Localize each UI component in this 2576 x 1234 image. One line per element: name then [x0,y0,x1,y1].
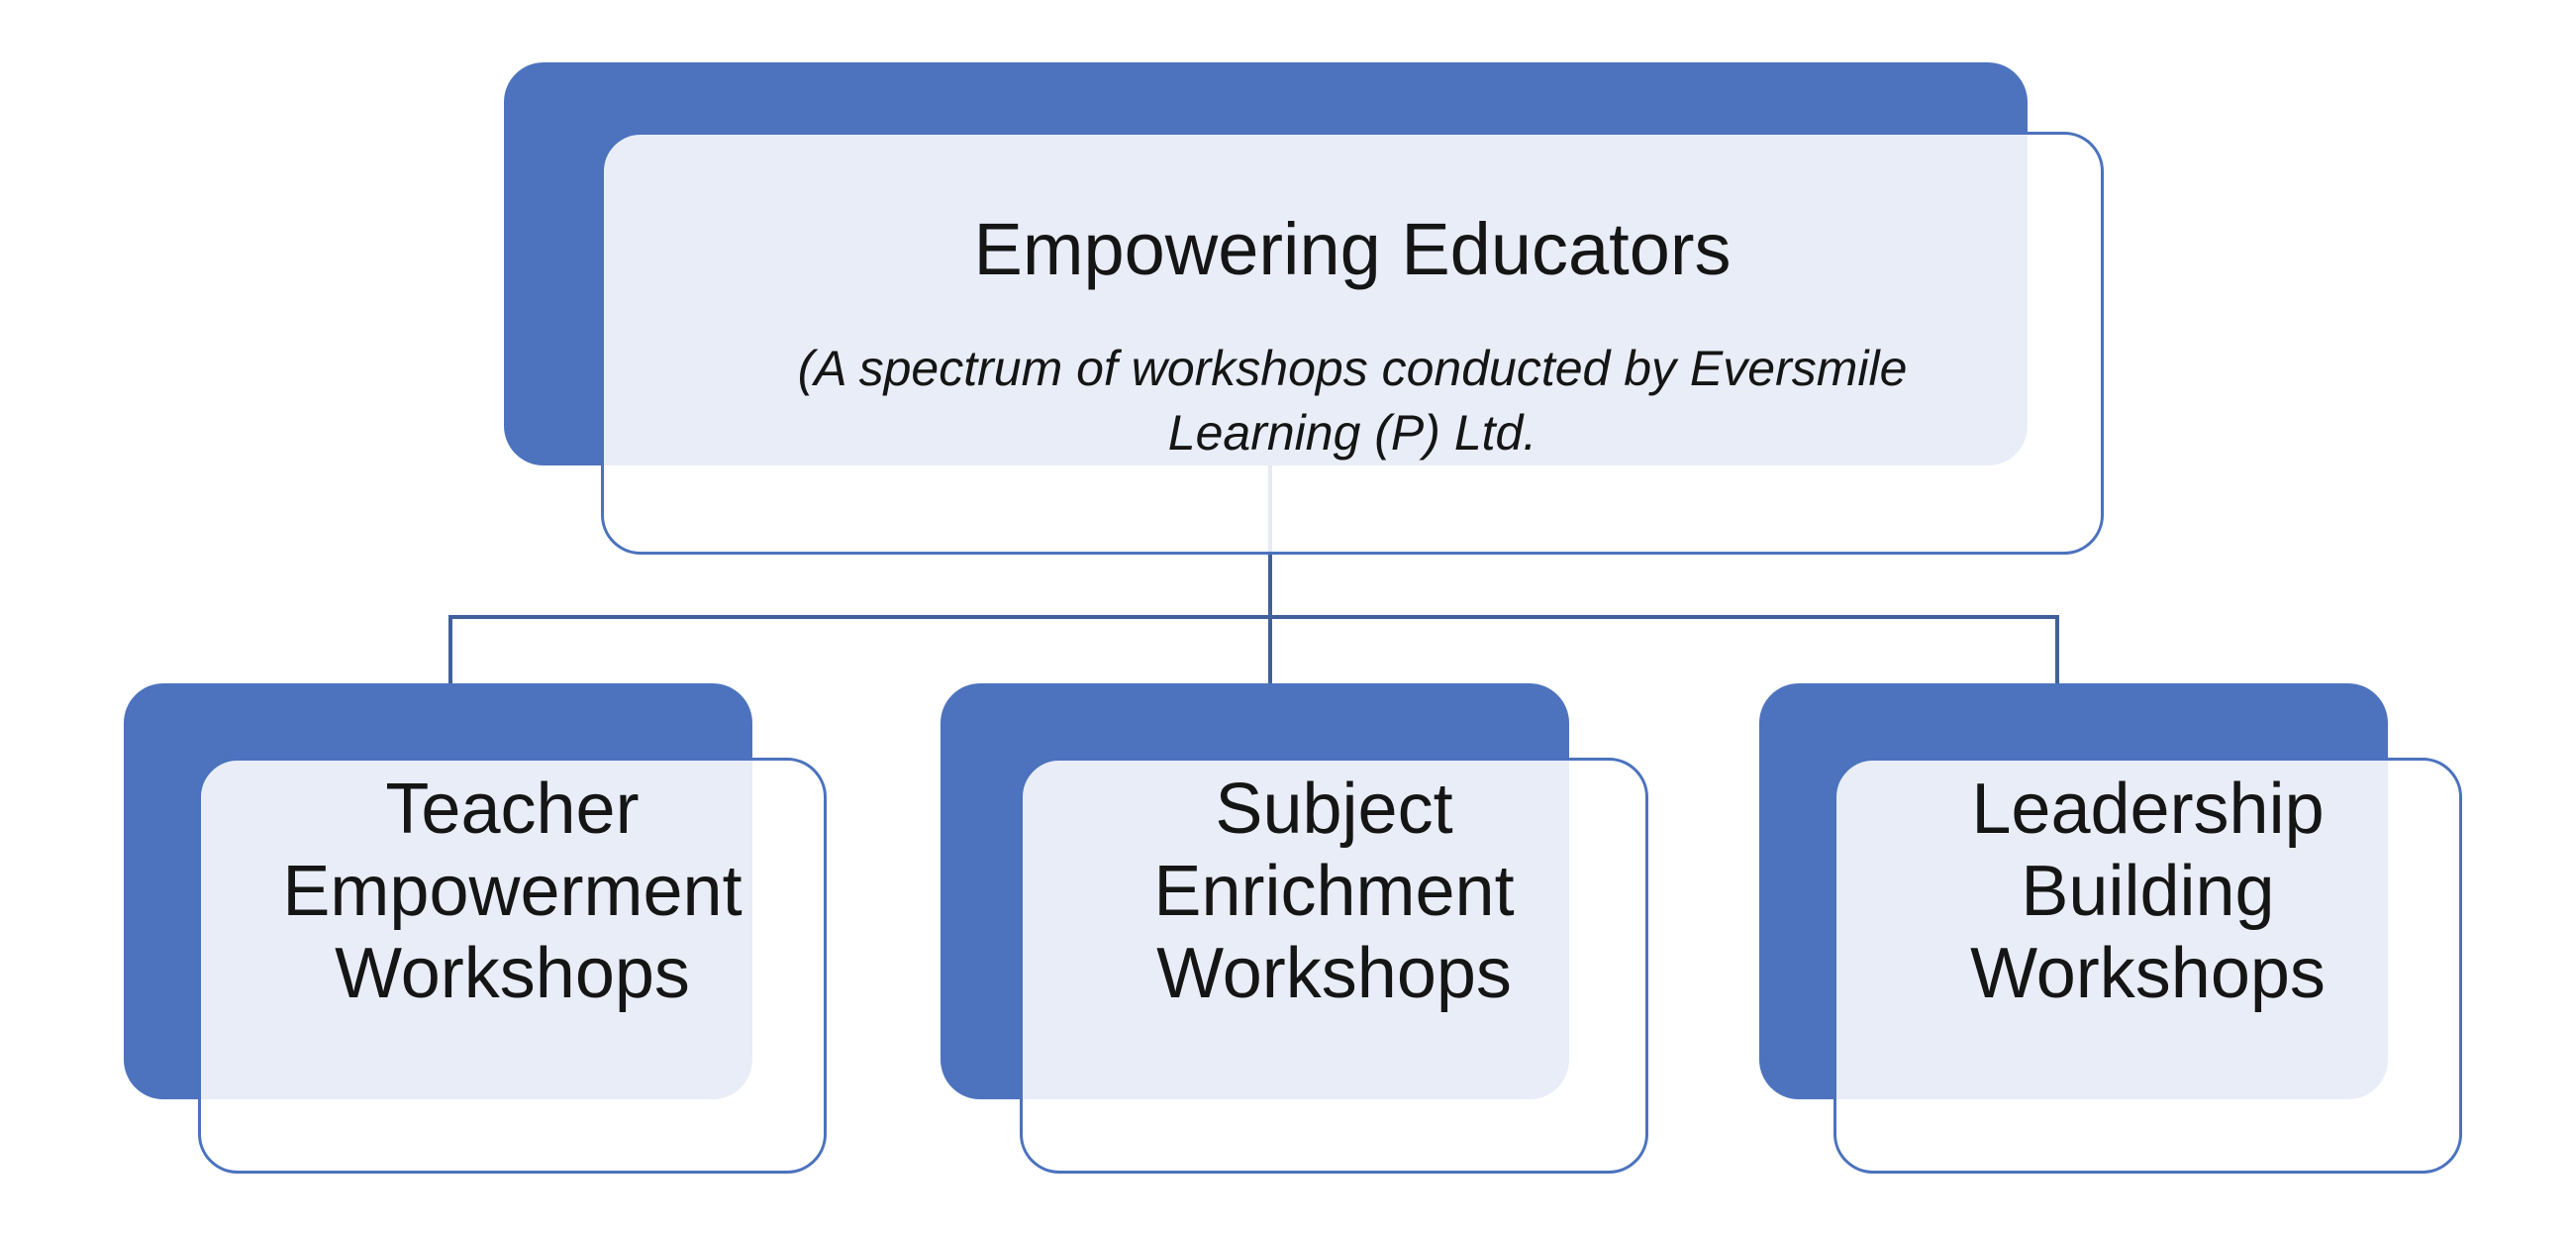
root-node: Empowering Educators (A spectrum of work… [601,132,2104,555]
child-node-2-label: Subject Enrichment Workshops [1153,770,1515,1013]
connector-elbow-left-right [448,615,2059,685]
root-node-title: Empowering Educators [973,208,1732,290]
child-node-subject-enrichment: Subject Enrichment Workshops [1020,758,1648,1174]
child-node-3-label: Leadership Building Workshops [1970,770,2326,1013]
child-node-teacher-empowerment: Teacher Empowerment Workshops [198,758,827,1174]
root-node-subtitle: (A spectrum of workshops conducted by Ev… [797,341,1908,461]
child-node-1-label: Teacher Empowerment Workshops [282,770,743,1013]
child-node-leadership-building: Leadership Building Workshops [1833,758,2462,1174]
